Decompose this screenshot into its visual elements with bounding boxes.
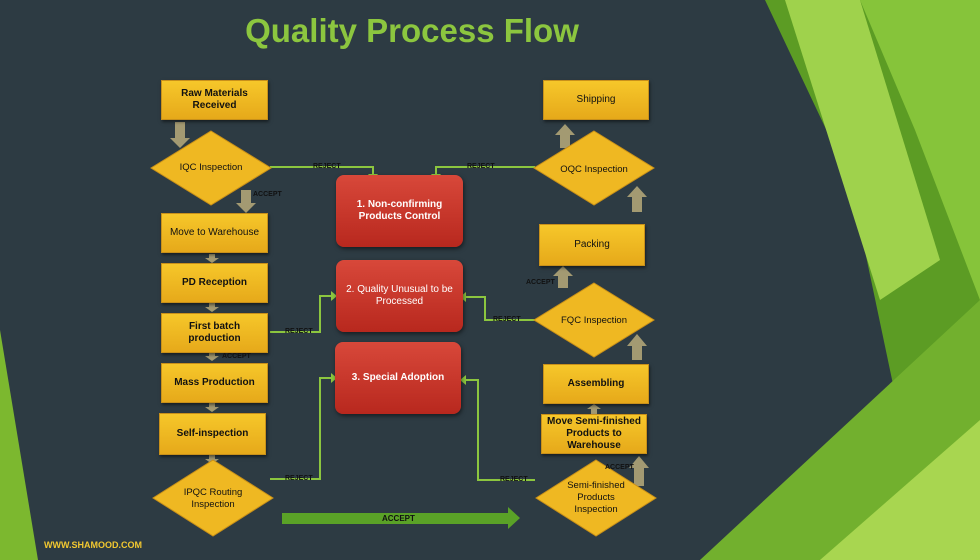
first-batch-box: First batch production — [161, 313, 268, 353]
pd-reception-box: PD Reception — [161, 263, 268, 303]
reject-label: REJECT — [285, 475, 313, 482]
green-facet-bottom-light — [820, 420, 980, 560]
green-facet-light — [860, 0, 980, 300]
semi-finished-diamond-label: Semi-finished Products Inspection — [567, 480, 625, 515]
reject-label: REJECT — [500, 476, 528, 483]
shipping-box: Shipping — [543, 80, 649, 120]
mass-production-box: Mass Production — [161, 363, 268, 403]
reject-label: REJECT — [467, 163, 495, 170]
reject-label: REJECT — [493, 316, 521, 323]
page-title: Quality Process Flow — [245, 12, 579, 49]
move-semi-finished-box: Move Semi-finished Products to Warehouse — [541, 414, 647, 454]
non-conforming-control-box: 1. Non-confirming Products Control — [336, 175, 463, 247]
reject-connectors — [270, 166, 535, 481]
quality-unusual-box: 2. Quality Unusual to be Processed — [336, 260, 463, 332]
accept-arrow — [282, 507, 520, 529]
iqc-diamond-label: IQC Inspection — [179, 162, 243, 173]
self-inspection-box: Self-inspection — [159, 413, 266, 455]
accept-label: ACCEPT — [526, 279, 555, 286]
ipqc-diamond-label: IPQC Routing Inspection — [183, 487, 243, 510]
footer-website: WWW.SHAMOOD.COM — [44, 540, 142, 550]
raw-materials-box: Raw Materials Received — [161, 80, 268, 120]
fqc-diamond-label: FQC Inspection — [561, 315, 627, 326]
reject-label: REJECT — [313, 163, 341, 170]
green-facet-left — [0, 330, 38, 560]
reject-label: REJECT — [285, 328, 313, 335]
right-step-arrows — [553, 124, 649, 486]
accept-label: ACCEPT — [605, 464, 634, 471]
move-to-warehouse-box: Move to Warehouse — [161, 213, 268, 253]
decision-diamonds — [150, 130, 657, 537]
special-adoption-box: 3. Special Adoption — [335, 342, 461, 414]
assembling-box: Assembling — [543, 364, 649, 404]
accept-label: ACCEPT — [222, 353, 251, 360]
green-facet-bright — [785, 0, 940, 300]
accept-label: ACCEPT — [253, 191, 282, 198]
packing-box: Packing — [539, 224, 645, 266]
oqc-diamond-label: OQC Inspection — [560, 164, 628, 175]
left-step-arrows — [170, 122, 256, 464]
accept-arrow-label: ACCEPT — [382, 514, 415, 523]
